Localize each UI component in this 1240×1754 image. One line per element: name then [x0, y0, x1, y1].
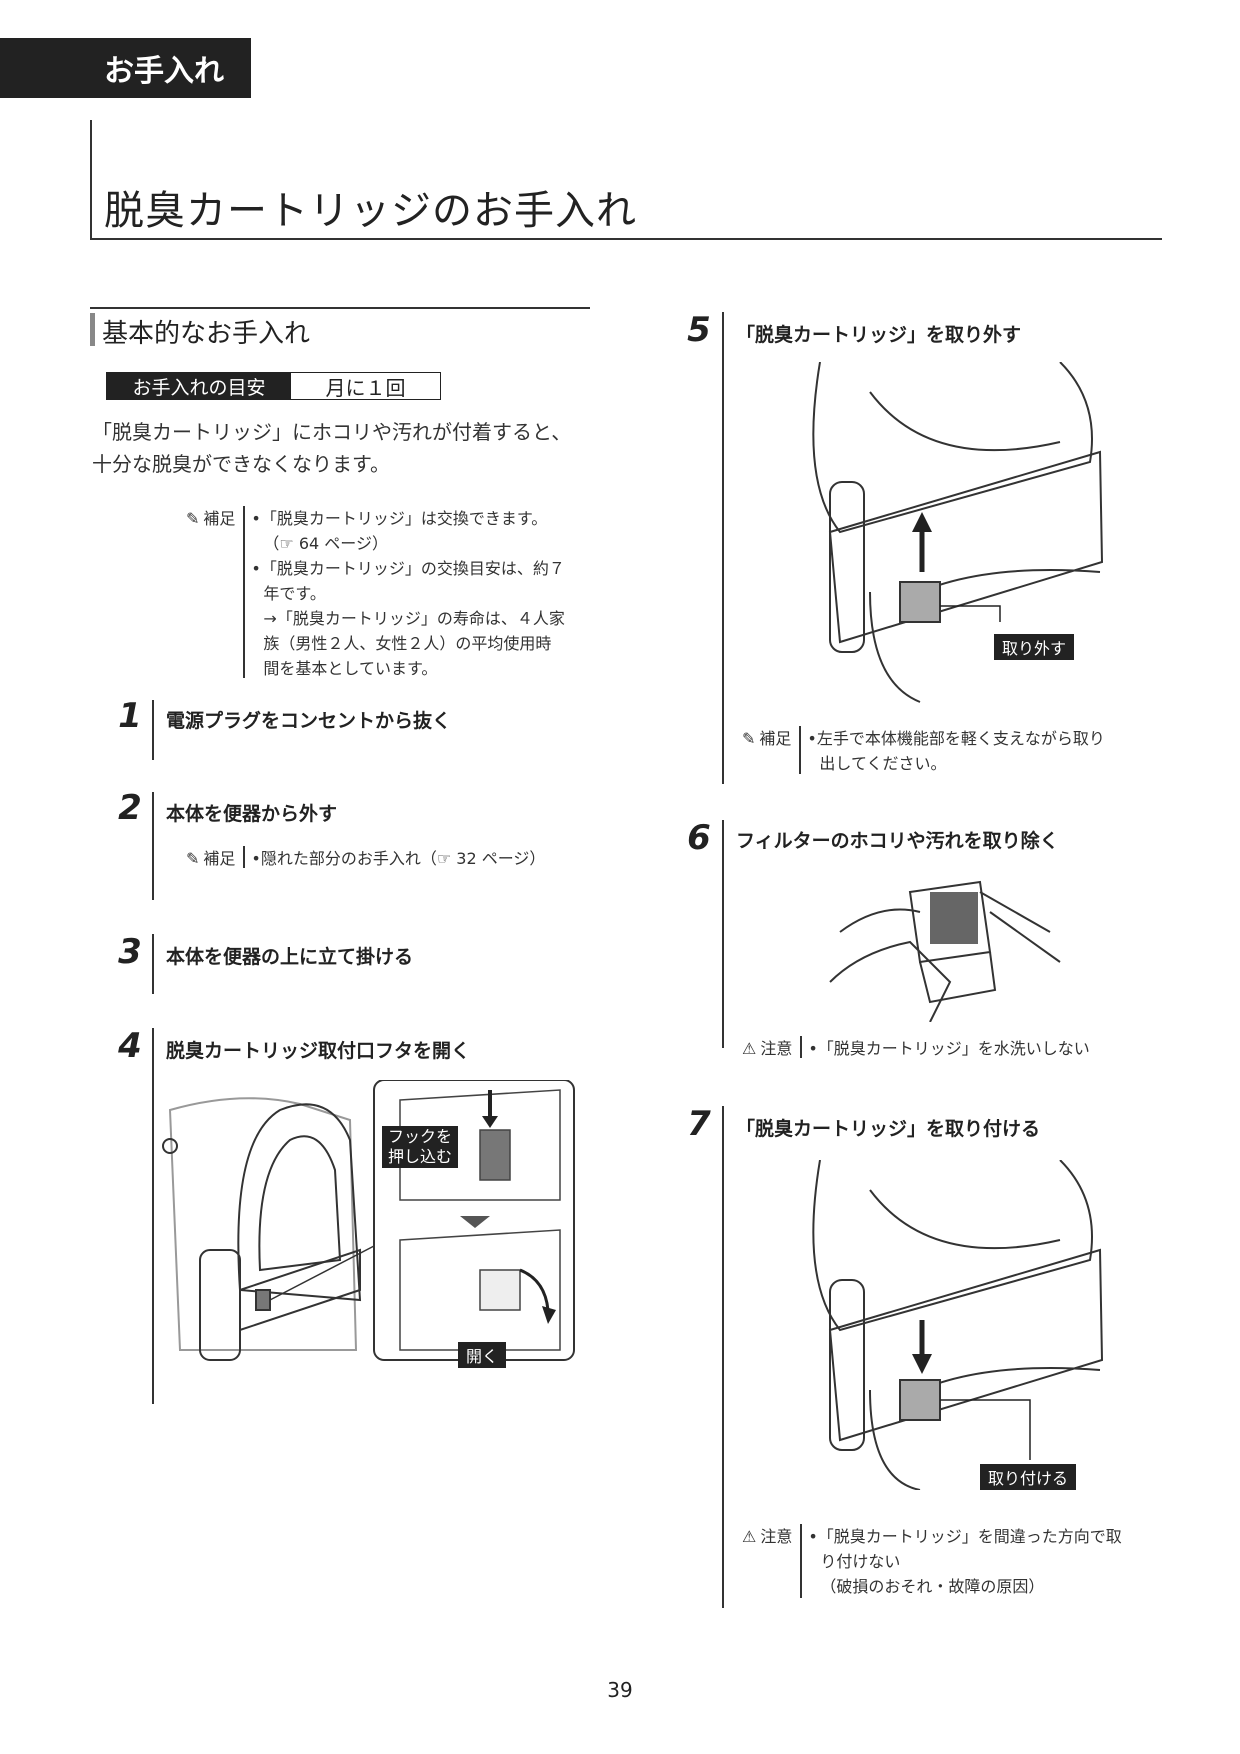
- note-line: •隠れた部分のお手入れ（☞ 32 ページ）: [251, 849, 546, 868]
- note-bar: [243, 506, 246, 678]
- note-label-text: 注意: [760, 1527, 793, 1546]
- step-title: 本体を便器の上に立て掛ける: [166, 946, 414, 968]
- note-line: •「脱臭カートリッジ」を間違った方向で取: [808, 1527, 1122, 1546]
- warning-icon: ⚠: [742, 1039, 757, 1058]
- note-line: •左手で本体機能部を軽く支えながら取り: [807, 729, 1105, 748]
- note-line: 年です。: [263, 584, 326, 603]
- callout-label: 取り外す: [994, 634, 1075, 660]
- supplement-note: ✎ 補足 •隠れた部分のお手入れ（☞ 32 ページ）: [186, 846, 545, 871]
- step-title: 電源プラグをコンセントから抜く: [166, 710, 452, 732]
- callout-leader: [269, 1245, 375, 1301]
- section-heading-bar: [90, 313, 95, 346]
- note-body: •「脱臭カートリッジ」は交換できます。 （☞ 64 ページ） •「脱臭カートリッ…: [251, 506, 581, 681]
- pencil-icon: ✎: [186, 509, 200, 528]
- intro-text: 「脱臭カートリッジ」にホコリや汚れが付着すると、 十分な脱臭ができなくなります。: [92, 416, 602, 480]
- step-title: フィルターのホコリや汚れを取り除く: [736, 830, 1059, 852]
- step5-illustration: [812, 362, 1104, 703]
- step-title: 「脱臭カートリッジ」を取り付ける: [736, 1118, 1041, 1140]
- note-line: •「脱臭カートリッジ」の交換目安は、約７: [251, 559, 565, 578]
- note-label: ⚠ 注意: [742, 1036, 800, 1061]
- caution-note: ⚠ 注意 •「脱臭カートリッジ」を水洗いしない: [742, 1036, 1090, 1061]
- callout-label: フックを 押し込む: [382, 1126, 459, 1168]
- down-arrow-icon: [912, 1354, 932, 1374]
- step-line: [152, 700, 154, 760]
- caution-note: ⚠ 注意 •「脱臭カートリッジ」を間違った方向で取 り付けない （破損のおそれ・…: [742, 1524, 1122, 1599]
- section-heading: 基本的なお手入れ: [102, 319, 311, 349]
- guide-value: 月に１回: [325, 375, 406, 400]
- note-bar: [799, 726, 802, 774]
- step-number: 5: [687, 310, 711, 350]
- guide-label: お手入れの目安: [107, 373, 291, 399]
- callout-label: 開く: [458, 1342, 507, 1368]
- step6-illustration: [829, 880, 1061, 1022]
- note-line: •「脱臭カートリッジ」は交換できます。: [251, 509, 548, 528]
- maintenance-guide-box: お手入れの目安 月に１回: [106, 372, 441, 400]
- supplement-note: ✎ 補足 •「脱臭カートリッジ」は交換できます。 （☞ 64 ページ） •「脱臭…: [186, 506, 581, 681]
- note-label: ✎ 補足: [742, 726, 799, 776]
- note-body: •「脱臭カートリッジ」を水洗いしない: [808, 1036, 1089, 1061]
- note-label-text: 補足: [759, 729, 792, 748]
- section-heading-rule: [90, 307, 590, 309]
- section-tab: お手入れ: [0, 38, 251, 98]
- callout-line: 押し込む: [388, 1147, 453, 1166]
- title-rule-vertical: [90, 120, 92, 240]
- note-body: •隠れた部分のお手入れ（☞ 32 ページ）: [251, 846, 545, 871]
- page-number: 39: [607, 1678, 633, 1702]
- note-line: り付けない: [820, 1552, 901, 1571]
- step7-illustration: [812, 1160, 1104, 1490]
- step-number: 4: [118, 1026, 142, 1066]
- note-label-text: 補足: [203, 509, 236, 528]
- note-label-text: 注意: [760, 1039, 793, 1058]
- note-line: 間を基本としています。: [263, 659, 438, 678]
- step-title: 脱臭カートリッジ取付口フタを開く: [166, 1040, 471, 1062]
- note-line: （破損のおそれ・故障の原因）: [820, 1577, 1045, 1596]
- down-arrow-head-icon: [482, 1116, 498, 1128]
- step-number: 2: [118, 788, 142, 828]
- step-number: 7: [687, 1104, 711, 1144]
- next-arrow-icon: [460, 1216, 490, 1228]
- note-label: ✎ 補足: [186, 846, 243, 871]
- callout-line: フックを: [388, 1127, 453, 1146]
- pencil-icon: ✎: [742, 729, 756, 748]
- up-arrow-icon: [912, 512, 932, 532]
- note-line: （☞ 64 ページ）: [263, 534, 388, 553]
- step-title: 「脱臭カートリッジ」を取り外す: [736, 324, 1022, 346]
- step-line: [722, 312, 724, 784]
- warning-icon: ⚠: [742, 1527, 757, 1546]
- note-line: →「脱臭カートリッジ」の寿命は、４人家: [263, 609, 565, 628]
- callout-leader: [940, 1399, 1031, 1460]
- page-title: 脱臭カートリッジのお手入れ: [104, 188, 637, 234]
- note-line: 出してください。: [819, 754, 947, 773]
- note-label-text: 補足: [203, 849, 236, 868]
- note-label: ⚠ 注意: [742, 1524, 800, 1599]
- note-bar: [800, 1524, 803, 1598]
- note-line: •「脱臭カートリッジ」を水洗いしない: [808, 1039, 1090, 1058]
- intro-line-1: 「脱臭カートリッジ」にホコリや汚れが付着すると、: [92, 420, 572, 444]
- note-body: •左手で本体機能部を軽く支えながら取り 出してください。: [807, 726, 1104, 776]
- pencil-icon: ✎: [186, 849, 200, 868]
- step-number: 1: [118, 696, 142, 736]
- supplement-note: ✎ 補足 •左手で本体機能部を軽く支えながら取り 出してください。: [742, 726, 1105, 776]
- title-rule-horizontal: [90, 238, 1162, 240]
- callout-label: 取り付ける: [980, 1464, 1077, 1490]
- step-line: [152, 1028, 154, 1404]
- callout-leader: [940, 605, 1001, 622]
- rotate-arrow-icon: [542, 1306, 556, 1324]
- note-body: •「脱臭カートリッジ」を間違った方向で取 り付けない （破損のおそれ・故障の原因…: [808, 1524, 1121, 1599]
- filter-mesh: [930, 892, 978, 944]
- step4-illustration: [162, 1080, 575, 1361]
- note-line: 族（男性２人、女性２人）の平均使用時: [263, 634, 552, 653]
- step-number: 3: [118, 932, 142, 972]
- note-label: ✎ 補足: [186, 506, 243, 681]
- step-title: 本体を便器から外す: [166, 803, 338, 825]
- step-line: [152, 934, 154, 994]
- note-bar: [800, 1036, 803, 1058]
- step-line: [152, 792, 154, 900]
- intro-line-2: 十分な脱臭ができなくなります。: [92, 452, 390, 476]
- step-number: 6: [687, 818, 711, 858]
- note-bar: [243, 846, 246, 868]
- step-line: [722, 820, 724, 1048]
- step-line: [722, 1106, 724, 1608]
